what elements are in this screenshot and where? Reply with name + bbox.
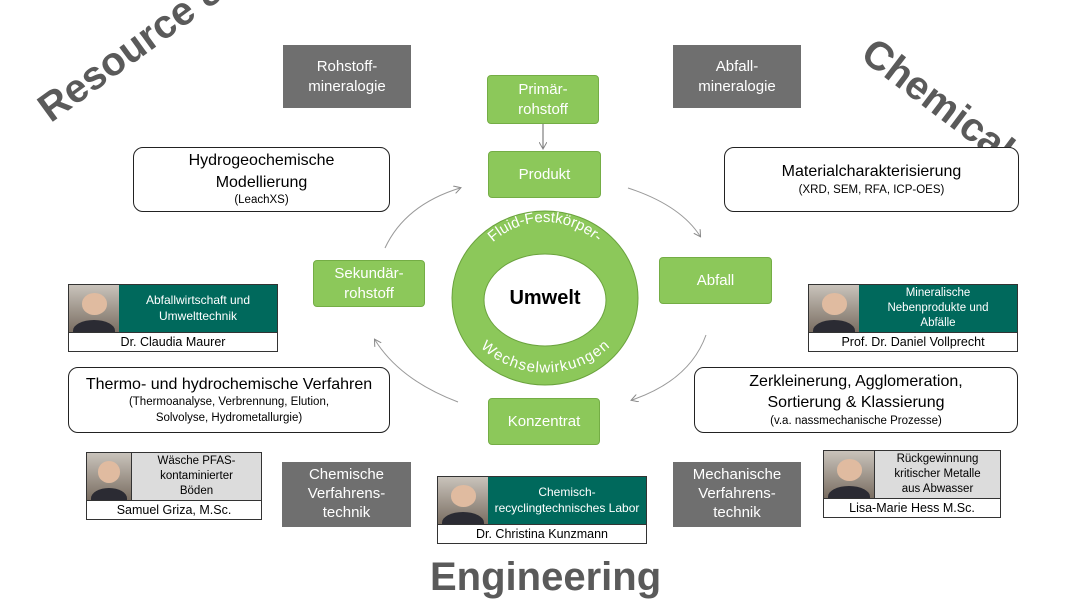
person-photo — [809, 285, 859, 332]
arrow-abfall-konzentrat — [632, 334, 707, 400]
method-title: Materialcharakterisierung — [781, 162, 962, 180]
person-topic: Mineralische Nebenprodukte und Abfälle — [859, 285, 1017, 332]
hydrogeochemische-modellierung-box: Hydrogeochemische Modellierung (LeachXS) — [133, 147, 390, 212]
materialcharakterisierung-box: Materialcharakterisierung (XRD, SEM, RFA,… — [724, 147, 1019, 212]
person-name: Dr. Claudia Maurer — [69, 332, 277, 351]
method-sub: (v.a. nassmechanische Prozesse) — [770, 414, 942, 427]
method-sub: (XRD, SEM, RFA, ICP-OES) — [798, 183, 945, 196]
person-card-hess: Rückgewinnung kritischer Metalle aus Abw… — [823, 450, 1001, 518]
person-topic: Chemisch- recyclingtechnisches Labor — [488, 477, 646, 524]
zerkleinerung-box: Zerkleinerung, Agglomeration, Sortierung… — [694, 367, 1018, 433]
center-title: Umwelt — [509, 287, 581, 309]
person-name: Dr. Christina Kunzmann — [438, 524, 646, 543]
rohstoffmineralogie-box: Rohstoff- mineralogie — [283, 45, 411, 108]
method-title: Thermo- und hydrochemische Verfahren — [85, 375, 373, 393]
person-topic: Wäsche PFAS- kontaminierter Böden — [131, 453, 261, 500]
person-name: Prof. Dr. Daniel Vollprecht — [809, 332, 1017, 351]
person-photo — [87, 453, 131, 500]
person-topic: Abfallwirtschaft und Umwelttechnik — [119, 285, 277, 332]
primaerrohstoff-box: Primär- rohstoff — [487, 75, 599, 124]
thermo-hydrochemische-verfahren-box: Thermo- und hydrochemische Verfahren (The… — [68, 367, 390, 433]
chemische-verfahrenstechnik-box: Chemische Verfahrens- technik — [282, 462, 411, 527]
person-name: Lisa-Marie Hess M.Sc. — [824, 498, 1000, 517]
abfallmineralogie-box: Abfall- mineralogie — [673, 45, 801, 108]
method-sub: (Thermoanalyse, Verbrennung, Elution, So… — [128, 396, 330, 424]
arrow-produkt-abfall — [627, 187, 700, 236]
person-name: Samuel Griza, M.Sc. — [87, 500, 261, 519]
arrow-konzentrat-sekundaer — [375, 340, 459, 403]
arrow-sekundaer-produkt — [384, 188, 460, 249]
person-topic: Rückgewinnung kritischer Metalle aus Abw… — [874, 451, 1000, 498]
engineering-title: Engineering — [430, 555, 662, 599]
konzentrat-box: Konzentrat — [488, 398, 600, 445]
person-photo — [824, 451, 874, 498]
person-photo — [69, 285, 119, 332]
abfall-box: Abfall — [659, 257, 772, 304]
method-title: Hydrogeochemische Modellierung — [188, 152, 335, 191]
mechanische-verfahrenstechnik-box: Mechanische Verfahrens- technik — [673, 462, 801, 527]
sekundaerrohstoff-box: Sekundär- rohstoff — [313, 260, 425, 307]
person-photo — [438, 477, 488, 524]
method-sub: (LeachXS) — [234, 194, 289, 207]
method-title: Zerkleinerung, Agglomeration, Sortierung… — [749, 372, 963, 412]
produkt-box: Produkt — [488, 151, 601, 198]
